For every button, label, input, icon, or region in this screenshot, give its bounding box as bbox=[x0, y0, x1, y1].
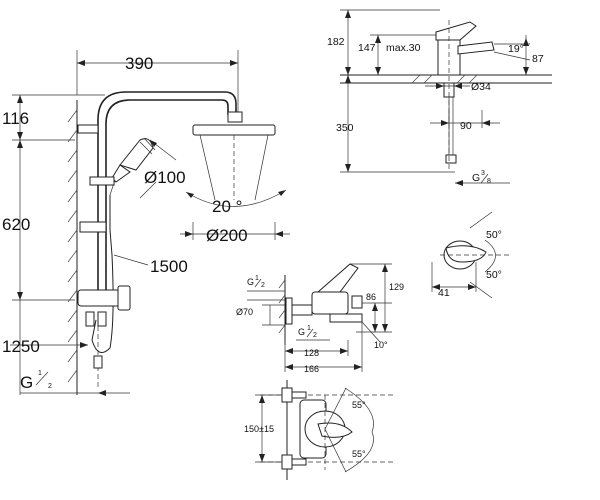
bath-mixer-lever bbox=[316, 263, 359, 293]
basin-hole-diameter-label: Ø34 bbox=[471, 81, 491, 93]
hand-shower-diameter-label: Ø100 bbox=[144, 168, 186, 187]
bath-mixer-side-drawing: G 1 2 Ø70 G 1 2 129 86 bbox=[236, 263, 404, 374]
bath-front-angle-up-label: 55° bbox=[352, 400, 366, 410]
slider-bracket bbox=[89, 176, 115, 186]
bath-mixer-body bbox=[311, 291, 349, 315]
shower-wall-hatching bbox=[67, 109, 78, 383]
bath-mixer-spout bbox=[329, 313, 363, 323]
dim-390-arrow-right bbox=[230, 60, 238, 66]
basin-hose-length-label: 350 bbox=[336, 122, 354, 134]
bath-mixer-eccentric bbox=[291, 304, 313, 316]
bath-front-nut-top bbox=[291, 391, 307, 399]
bath-spout-angle-label: 10° bbox=[374, 340, 388, 350]
bath-connection-g2: G bbox=[298, 327, 305, 337]
basin-mixer-lever bbox=[435, 21, 477, 41]
basin-connection-den: 8 bbox=[487, 178, 491, 185]
bath-depth-total-label: 166 bbox=[304, 364, 319, 374]
bath-front-lever bbox=[317, 422, 353, 438]
inlet-right bbox=[97, 311, 107, 327]
bath-connection-den: 2 bbox=[261, 282, 265, 289]
angle-arc-20 bbox=[185, 189, 287, 207]
shower-head-joint bbox=[227, 111, 243, 123]
shower-top-height-label: 116 bbox=[2, 109, 29, 128]
bath-height-outlet-label: 86 bbox=[366, 292, 376, 302]
bath-front-connector-bottom bbox=[281, 454, 293, 470]
shower-system-drawing: 390 116 620 bbox=[2, 50, 290, 396]
lever-angle-down-label: 50° bbox=[486, 269, 502, 281]
shower-top-bracket bbox=[77, 124, 99, 134]
basin-spout-reach-label: 87 bbox=[532, 53, 544, 65]
shower-hose-length-label: 1500 bbox=[150, 257, 188, 276]
basin-height-total-label: 182 bbox=[327, 36, 345, 48]
inlet-left bbox=[85, 311, 95, 327]
shower-riser-pipe-inner bbox=[105, 99, 229, 300]
hand-shower bbox=[109, 137, 156, 196]
shower-connection-g: G bbox=[20, 373, 33, 392]
shower-width-label: 390 bbox=[125, 54, 153, 73]
shower-mixer-handle bbox=[117, 285, 131, 311]
shower-head-diameter-label: Ø200 bbox=[206, 226, 248, 245]
shower-floor-height-label: 1250 bbox=[2, 337, 40, 356]
lever-top-view-drawing: 50° 50° 41 bbox=[431, 211, 510, 299]
hand-shower-grip bbox=[111, 164, 131, 183]
bath-connection-num2: 1 bbox=[307, 325, 311, 332]
basin-connection-g: G bbox=[472, 172, 480, 184]
bath-depth-body-label: 128 bbox=[304, 348, 319, 358]
lever-top-handle bbox=[445, 245, 487, 263]
hose-leader bbox=[113, 254, 149, 266]
shower-hose bbox=[91, 195, 114, 353]
basin-max-thickness-label: max.30 bbox=[386, 42, 421, 54]
bath-rosette-diameter-label: Ø70 bbox=[236, 307, 253, 317]
shower-head bbox=[192, 124, 276, 136]
dim-390-arrow-left bbox=[77, 60, 85, 66]
bath-connection-den2: 2 bbox=[313, 332, 317, 339]
shower-head-angle-label: 20 ° bbox=[212, 197, 242, 216]
shower-connection-den: 2 bbox=[48, 383, 52, 390]
bath-front-angle-down-label: 55° bbox=[352, 449, 366, 459]
bath-front-connector-top bbox=[281, 387, 293, 403]
bath-connection-g: G bbox=[247, 277, 254, 287]
shower-riser-pipe bbox=[97, 91, 237, 300]
basin-hose-end bbox=[445, 154, 457, 164]
bath-connection-num: 1 bbox=[255, 275, 259, 282]
bath-height-total-label: 129 bbox=[389, 282, 404, 292]
shower-connection-num: 1 bbox=[38, 370, 42, 377]
bath-front-centers-label: 150±15 bbox=[244, 424, 274, 434]
lever-angle-up-label: 50° bbox=[486, 229, 502, 241]
rail-lower-bracket bbox=[79, 221, 107, 233]
bath-mixer-diverter bbox=[351, 295, 363, 309]
basin-mixer-drawing: 182 147 max.30 19° 87 Ø34 350 bbox=[327, 9, 552, 186]
lever-width-label: 41 bbox=[438, 287, 450, 299]
hand-shower-head bbox=[119, 138, 154, 171]
basin-spout-angle-label: 19° bbox=[508, 43, 524, 55]
shower-rail-height-label: 620 bbox=[2, 215, 30, 234]
lower-connector bbox=[93, 355, 103, 369]
basin-connection-num: 3 bbox=[481, 170, 485, 177]
bath-front-nut-bottom bbox=[291, 458, 307, 466]
bath-mixer-rosette bbox=[285, 297, 293, 325]
basin-mixer-spout bbox=[457, 41, 495, 55]
basin-depth-label: 90 bbox=[460, 120, 472, 132]
basin-height-spout-label: 147 bbox=[358, 42, 376, 54]
bath-mixer-front-drawing: 55° 55° 150±15 bbox=[244, 380, 395, 480]
